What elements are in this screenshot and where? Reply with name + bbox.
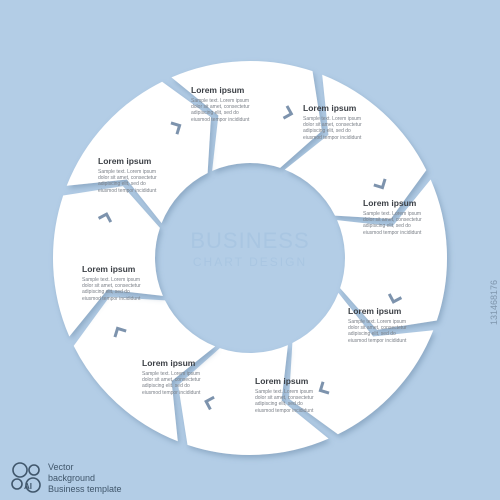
center-title: BUSINESS [190, 228, 310, 253]
segment-body: Sample text. Lorem ipsum dolor sit amet,… [98, 169, 157, 194]
segment-title: Lorem ipsum [363, 198, 417, 208]
segment-title: Lorem ipsum [255, 376, 309, 386]
ring-segment-6 [73, 297, 216, 442]
ring-segment-2 [284, 74, 427, 219]
segment-text-1: Lorem ipsum Sample text. Lorem ipsum dol… [191, 85, 275, 123]
badge-line-2: background [48, 473, 96, 483]
stock-id: 131468176 [489, 279, 499, 325]
gear-circles-icon [11, 462, 41, 493]
badge-line-1: Vector [48, 462, 74, 472]
segment-body: Sample text. Lorem ipsum dolor sit amet,… [82, 277, 141, 302]
center-subtitle: CHART DESIGN [192, 255, 308, 269]
segment-title: Lorem ipsum [82, 264, 136, 274]
segment-text-4: Lorem ipsum Sample text. Lorem ipsum dol… [348, 306, 432, 344]
chevron-arrow-icon [97, 212, 113, 223]
chevron-arrow-icon [170, 121, 182, 135]
chevron-arrow-icon [113, 326, 127, 338]
segment-body: Sample text. Lorem ipsum dolor sit amet,… [191, 98, 250, 123]
segment-text-5: Lorem ipsum Sample text. Lorem ipsum dol… [255, 376, 339, 414]
chevron-arrow-icon [373, 178, 387, 190]
chevron-arrow-icon [282, 105, 294, 120]
segment-title: Lorem ipsum [142, 358, 196, 368]
segment-title: Lorem ipsum [98, 156, 152, 166]
segment-text-3: Lorem ipsum Sample text. Lorem ipsum dol… [363, 198, 447, 236]
segment-title: Lorem ipsum [303, 103, 357, 113]
chevron-arrow-icon [204, 395, 215, 411]
segment-body: Sample text. Lorem ipsum dolor sit amet,… [303, 116, 362, 141]
chevron-arrow-icon [387, 293, 403, 304]
ring-segment-4 [289, 292, 434, 435]
ring-segment-1 [171, 61, 322, 171]
segment-title: Lorem ipsum [191, 85, 245, 95]
ring-segment-3 [337, 179, 447, 330]
ring-segment-5 [178, 345, 329, 455]
segment-body: Sample text. Lorem ipsum dolor sit amet,… [363, 211, 422, 236]
badge-line-3: Business template [48, 484, 122, 494]
segment-text-8: Lorem ipsum Sample text. Lorem ipsum dol… [98, 156, 182, 194]
vector-badge: AI Vector background Business template [8, 460, 208, 496]
chevron-arrow-icon [318, 381, 330, 395]
badge-mark: AI [24, 482, 32, 491]
segment-body: Sample text. Lorem ipsum dolor sit amet,… [255, 389, 314, 414]
segment-text-7: Lorem ipsum Sample text. Lorem ipsum dol… [82, 264, 166, 302]
segment-body: Sample text. Lorem ipsum dolor sit amet,… [348, 319, 407, 344]
segment-text-6: Lorem ipsum Sample text. Lorem ipsum dol… [142, 358, 226, 396]
ring-segment-7 [52, 186, 163, 337]
ring-segment-8 [66, 81, 211, 224]
segment-title: Lorem ipsum [348, 306, 402, 316]
center-label: BUSINESS CHART DESIGN [170, 228, 330, 269]
segment-text-2: Lorem ipsum Sample text. Lorem ipsum dol… [303, 103, 387, 141]
segment-body: Sample text. Lorem ipsum dolor sit amet,… [142, 371, 201, 396]
